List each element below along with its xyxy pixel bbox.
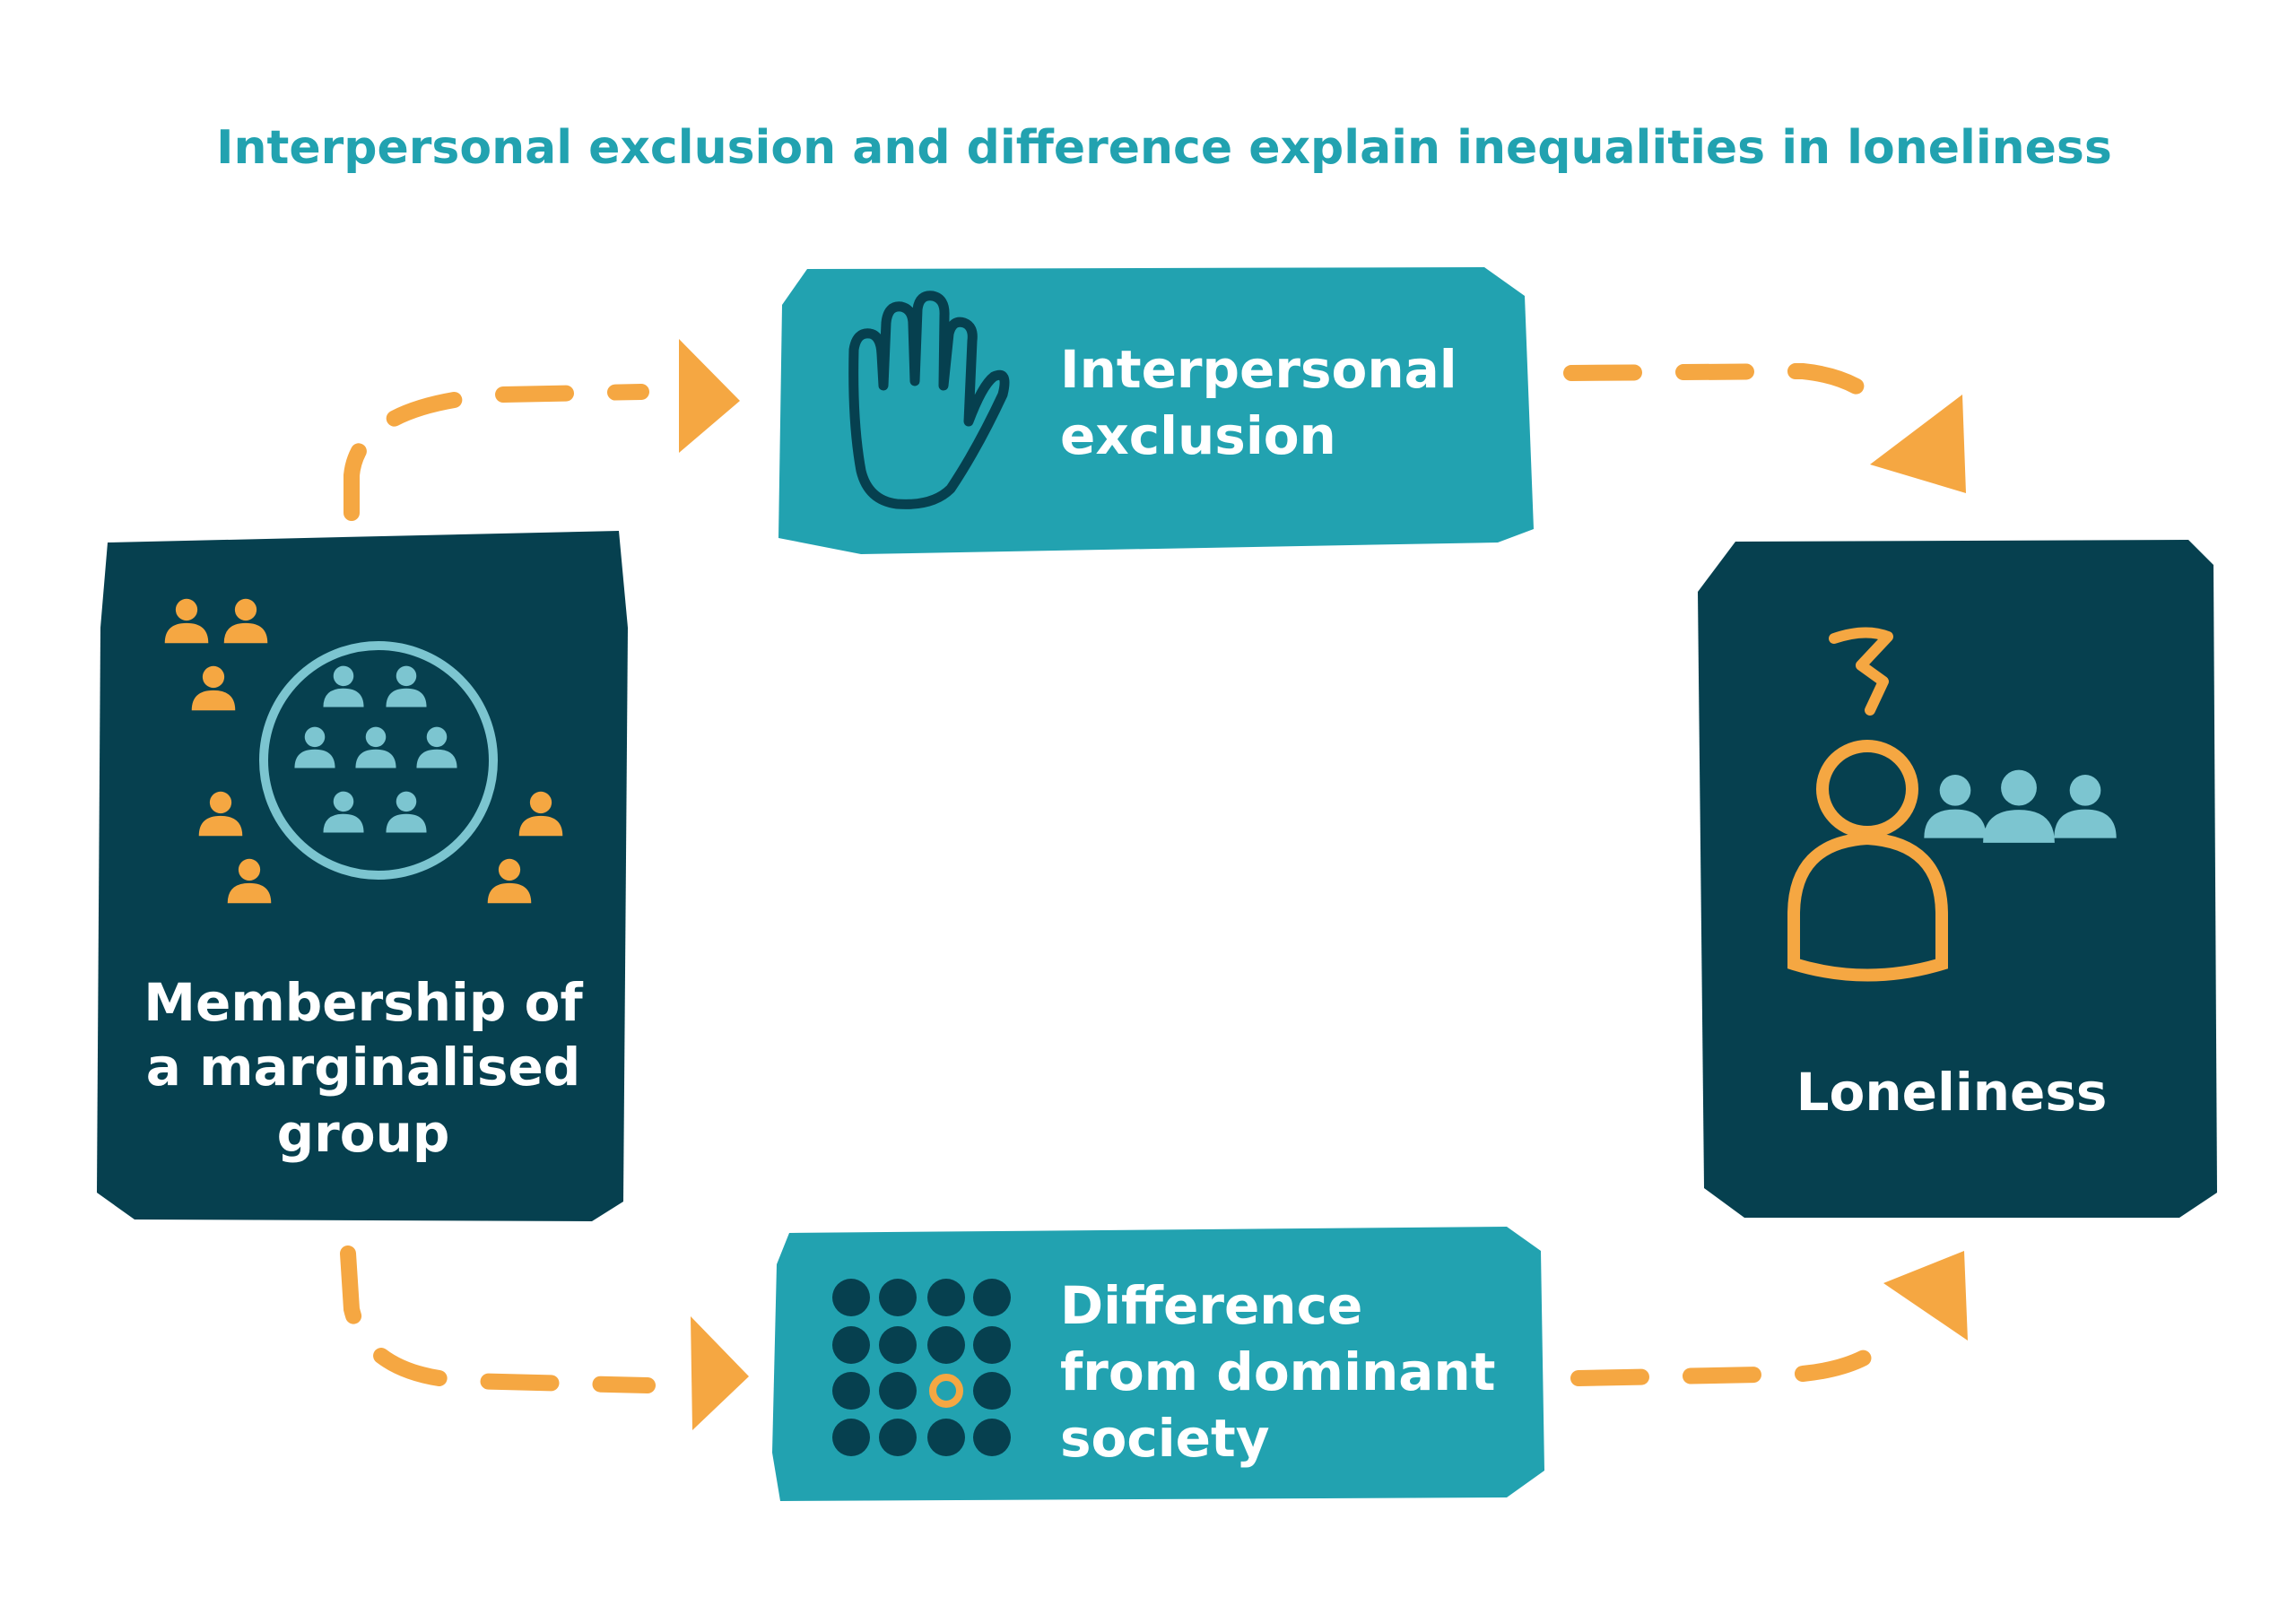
membership-label-line-1: Membership of <box>144 972 583 1033</box>
node-exclusion: Interpersonal exclusion <box>778 267 1534 554</box>
dot <box>973 1419 1011 1456</box>
raised-hand-icon <box>848 291 1010 509</box>
dot <box>832 1279 870 1316</box>
dot <box>973 1279 1011 1316</box>
exclusion-label-line-1: Interpersonal <box>1060 339 1457 400</box>
odd-dot <box>929 1374 963 1408</box>
node-difference: Difference from dominant society <box>772 1227 1544 1501</box>
dot <box>927 1419 965 1456</box>
exclusion-label-line-2: exclusion <box>1060 405 1336 466</box>
dot <box>879 1279 917 1316</box>
dot <box>927 1279 965 1316</box>
dot <box>879 1326 917 1364</box>
arrow-membership-to-difference <box>340 1245 749 1430</box>
diagram-title: Interpersonal exclusion and difference e… <box>216 121 2112 175</box>
membership-label-line-3: group <box>277 1103 450 1164</box>
node-loneliness: Loneliness <box>1698 540 2217 1218</box>
dot-grid-icon <box>832 1279 1011 1456</box>
dot <box>879 1372 917 1410</box>
arrow-exclusion-to-loneliness <box>1563 362 1966 493</box>
dot <box>832 1372 870 1410</box>
difference-label-line-3: society <box>1060 1408 1270 1469</box>
arrow-difference-to-loneliness <box>1570 1251 1968 1386</box>
node-membership: Membership of a marginalised group <box>97 531 628 1221</box>
loneliness-label: Loneliness <box>1796 1062 2108 1123</box>
dot <box>832 1326 870 1364</box>
arrow-membership-to-exclusion <box>344 339 740 521</box>
difference-label-line-1: Difference <box>1060 1275 1362 1336</box>
dot <box>973 1326 1011 1364</box>
difference-label-line-2: from dominant <box>1060 1341 1495 1402</box>
dot <box>832 1419 870 1456</box>
dot <box>879 1419 917 1456</box>
group-circle-icon <box>164 598 563 904</box>
dot <box>973 1372 1011 1410</box>
lonely-person-icon <box>1787 627 2117 982</box>
dot <box>927 1326 965 1364</box>
membership-label-line-2: a marginalised <box>146 1037 580 1098</box>
